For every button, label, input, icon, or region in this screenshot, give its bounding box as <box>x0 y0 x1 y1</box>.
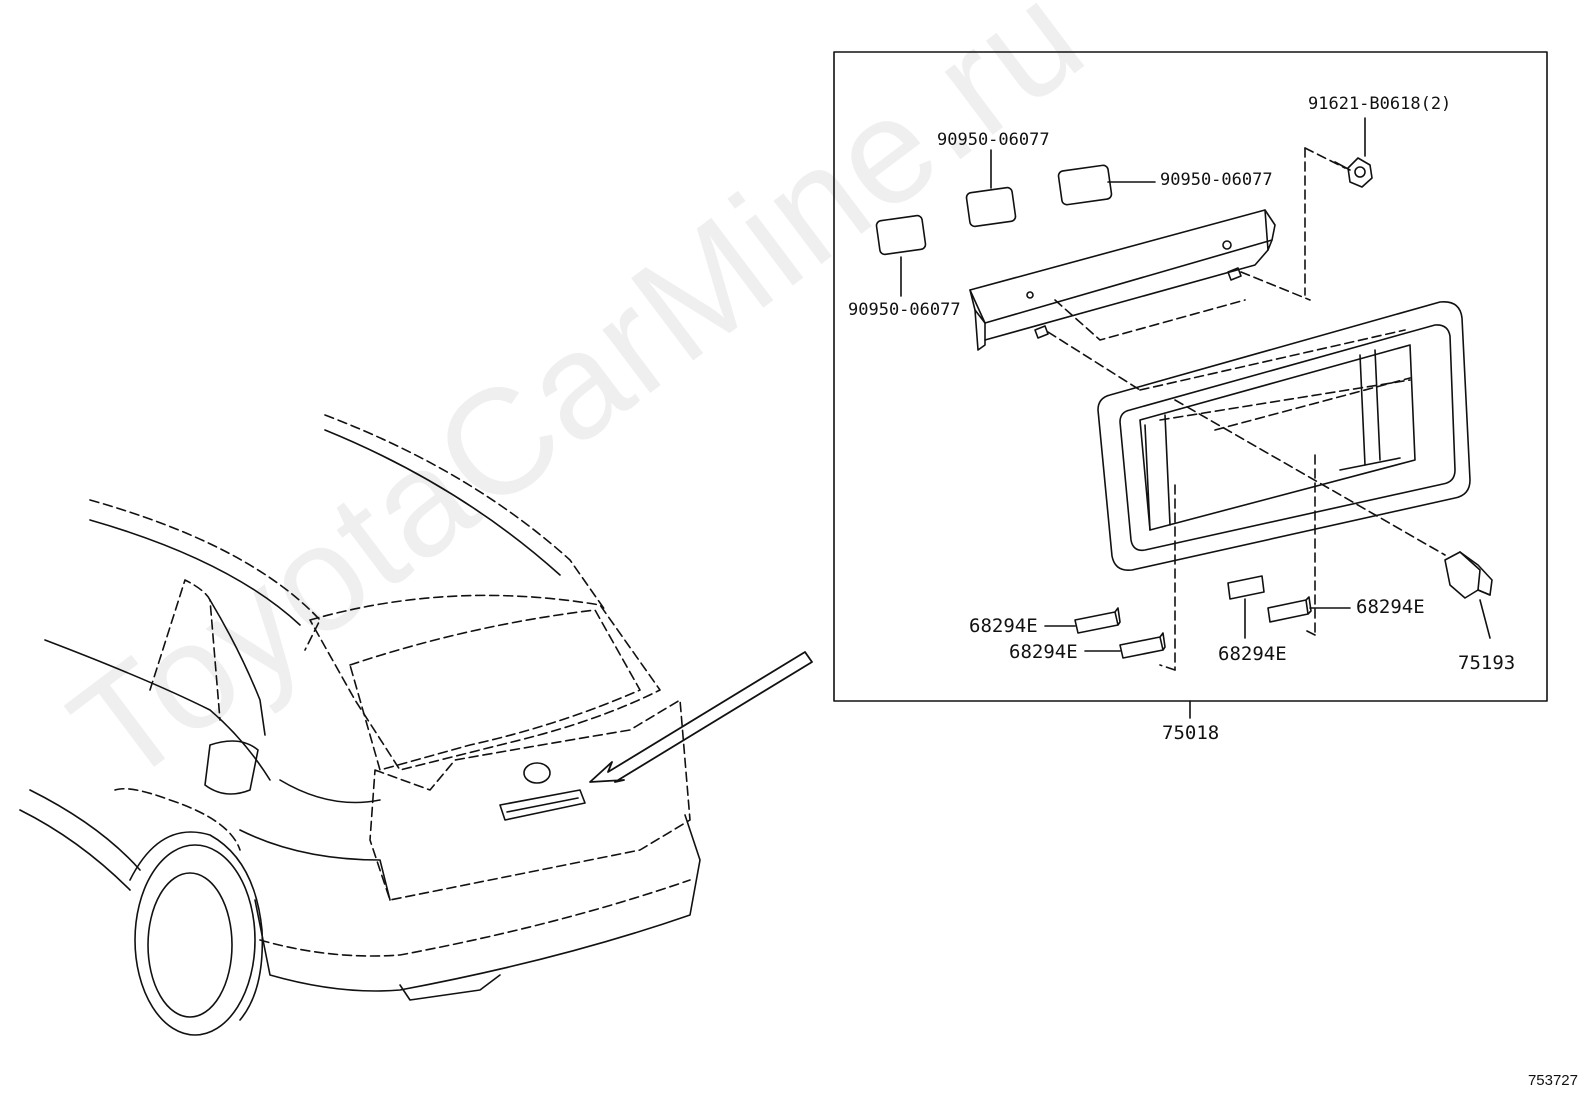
callout-cushion-left-lower: 68294E <box>1009 641 1078 663</box>
nameplate-right <box>1057 164 1113 206</box>
garnish-bracket <box>969 209 1276 351</box>
callout-assembly: 75018 <box>1162 722 1220 744</box>
cushion-left-lower <box>1119 632 1166 659</box>
nameplate-left <box>875 214 927 256</box>
callout-cushion-left-upper: 68294E <box>969 615 1038 637</box>
callout-nameplate-mid: 90950-06077 <box>937 130 1050 150</box>
license-plate-frame <box>1097 301 1471 572</box>
cushion-left-upper <box>1074 607 1121 634</box>
callout-socket: 75193 <box>1458 652 1516 674</box>
callout-cushion-right: 68294E <box>1356 596 1425 618</box>
figure-number: 753727 <box>1527 1072 1578 1089</box>
cushion-center <box>1227 575 1265 600</box>
callout-nameplate-right: 90950-06077 <box>1160 170 1273 190</box>
callout-nameplate-left: 90950-06077 <box>848 300 961 320</box>
socket <box>1444 551 1493 639</box>
cushion-right <box>1267 596 1312 623</box>
callout-screw: 91621-B0618(2) <box>1308 94 1452 114</box>
nameplate-mid <box>965 186 1017 228</box>
callout-cushion-center: 68294E <box>1218 643 1287 665</box>
screw <box>1334 117 1373 188</box>
vehicle-rear-illustration <box>19 414 813 1036</box>
